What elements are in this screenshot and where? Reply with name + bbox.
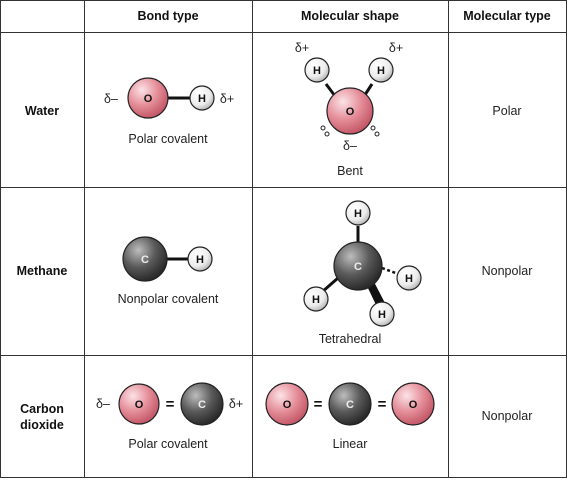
hydrogen-symbol: H (196, 254, 204, 266)
delta-positive-label: δ+ (220, 92, 234, 106)
row-label-carbon-dioxide-line1: Carbon (20, 402, 64, 416)
water-molecular-type: Polar (492, 104, 521, 118)
carbon-atom (333, 241, 383, 291)
hydrogen-atom (304, 57, 330, 83)
hydrogen-atom (396, 265, 422, 291)
carbon-symbol: C (354, 261, 362, 273)
methane-molecular-type: Nonpolar (482, 264, 533, 278)
row-label-methane: Methane (17, 264, 68, 278)
oxygen-symbol: O (346, 106, 355, 118)
header-bond-type: Bond type (137, 9, 198, 23)
hydrogen-symbol: H (313, 65, 321, 77)
methane-bond-diagram: C H (122, 236, 213, 282)
hydrogen-atom (369, 301, 395, 327)
hydrogen-atom (345, 200, 371, 226)
oxygen-symbol: O (409, 399, 418, 411)
water-bond-diagram: O H δ– δ+ (104, 77, 234, 119)
row-label-water: Water (25, 104, 59, 118)
hydrogen-atom (187, 246, 213, 272)
oxygen-atom (391, 382, 435, 426)
water-bond-label: Polar covalent (128, 132, 208, 146)
methane-shape-label: Tetrahedral (319, 332, 382, 346)
delta-negative-label: δ– (343, 139, 357, 153)
hydrogen-symbol: H (405, 273, 413, 285)
hydrogen-symbol: H (377, 65, 385, 77)
row-label-carbon-dioxide-line2: dioxide (20, 418, 64, 432)
delta-positive-label: δ+ (229, 397, 243, 411)
co2-bond-label: Polar covalent (128, 437, 208, 451)
co2-linear-diagram: O = C = O (265, 382, 435, 426)
header-molecular-type: Molecular type (463, 9, 551, 23)
water-shape-label: Bent (337, 164, 363, 178)
hydrogen-symbol: H (354, 208, 362, 220)
methane-tetrahedral-diagram: C H H H H (303, 200, 422, 327)
oxygen-atom (118, 383, 160, 425)
carbon-symbol: C (141, 254, 149, 266)
carbon-symbol: C (346, 399, 354, 411)
co2-molecular-type: Nonpolar (482, 409, 533, 423)
delta-negative-label: δ– (96, 397, 110, 411)
double-bond-symbol: = (166, 396, 175, 413)
hydrogen-atom (189, 85, 215, 111)
carbon-atom (122, 236, 168, 282)
double-bond-symbol: = (314, 396, 323, 413)
lone-pair-dots (320, 125, 380, 137)
hydrogen-symbol: H (198, 93, 206, 105)
oxygen-symbol: O (135, 399, 144, 411)
carbon-symbol: C (198, 399, 206, 411)
oxygen-atom (326, 87, 374, 135)
hydrogen-atom (303, 286, 329, 312)
oxygen-atom (265, 382, 309, 426)
delta-positive-label: δ+ (389, 41, 403, 55)
double-bond-symbol: = (378, 396, 387, 413)
co2-bond-diagram: O = C δ– δ+ (96, 382, 243, 426)
oxygen-symbol: O (283, 399, 292, 411)
hydrogen-atom (368, 57, 394, 83)
header-molecular-shape: Molecular shape (301, 9, 399, 23)
oxygen-atom (127, 77, 169, 119)
hydrogen-symbol: H (312, 294, 320, 306)
methane-bond-label: Nonpolar covalent (118, 292, 219, 306)
water-bent-diagram: O H H δ+ δ+ δ– (295, 41, 403, 153)
carbon-atom (328, 382, 372, 426)
hydrogen-symbol: H (378, 309, 386, 321)
delta-positive-label: δ+ (295, 41, 309, 55)
carbon-atom (180, 382, 224, 426)
delta-negative-label: δ– (104, 92, 118, 106)
co2-shape-label: Linear (333, 437, 368, 451)
oxygen-symbol: O (144, 93, 153, 105)
